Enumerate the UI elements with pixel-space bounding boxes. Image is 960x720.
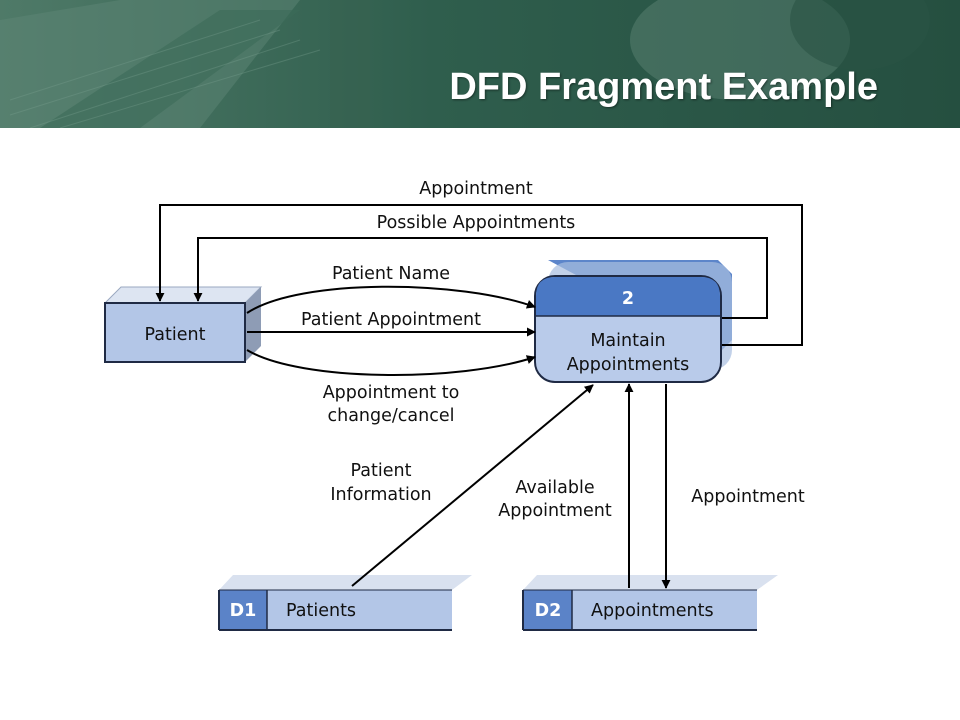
- entity-label: Patient: [145, 325, 206, 345]
- data-store-d1-patients: D1 Patients: [218, 575, 472, 631]
- banner-background: [0, 0, 960, 128]
- label-patient-name: Patient Name: [332, 264, 450, 284]
- store-d1-id: D1: [230, 601, 257, 621]
- label-possible-appointments: Possible Appointments: [377, 213, 576, 233]
- label-available-line1: Available: [515, 478, 594, 498]
- label-appointment-store: Appointment: [691, 487, 805, 507]
- flow-appointment-to-patient: [155, 204, 803, 346]
- process-id: 2: [622, 289, 634, 309]
- title-banner: DFD Fragment Example: [0, 0, 960, 128]
- store-d2-name: Appointments: [591, 601, 714, 621]
- process-maintain-appointments: 2 Maintain Appointments: [534, 260, 732, 383]
- label-available-line2: Appointment: [498, 501, 612, 521]
- label-patient-information-line1: Patient: [351, 461, 412, 481]
- process-name-line2: Appointments: [567, 355, 690, 375]
- label-patient-information-line2: Information: [330, 485, 431, 505]
- process-name-line1: Maintain: [590, 331, 665, 351]
- flow-possible-appointments: [193, 237, 768, 319]
- data-store-d2-appointments: D2 Appointments: [522, 575, 778, 631]
- flow-appointment-to-change-cancel: [246, 349, 536, 376]
- flow-patient-information: [351, 384, 594, 587]
- label-appt-change-line2: change/cancel: [328, 406, 455, 426]
- slide-title: DFD Fragment Example: [449, 66, 878, 108]
- label-appt-change-line1: Appointment to: [323, 383, 460, 403]
- store-d1-name: Patients: [286, 601, 356, 621]
- label-appointment-top: Appointment: [419, 179, 533, 199]
- store-d2-id: D2: [535, 601, 562, 621]
- flow-patient-name: [246, 285, 536, 314]
- external-entity-patient: Patient: [103, 286, 263, 363]
- label-patient-appointment: Patient Appointment: [301, 310, 481, 330]
